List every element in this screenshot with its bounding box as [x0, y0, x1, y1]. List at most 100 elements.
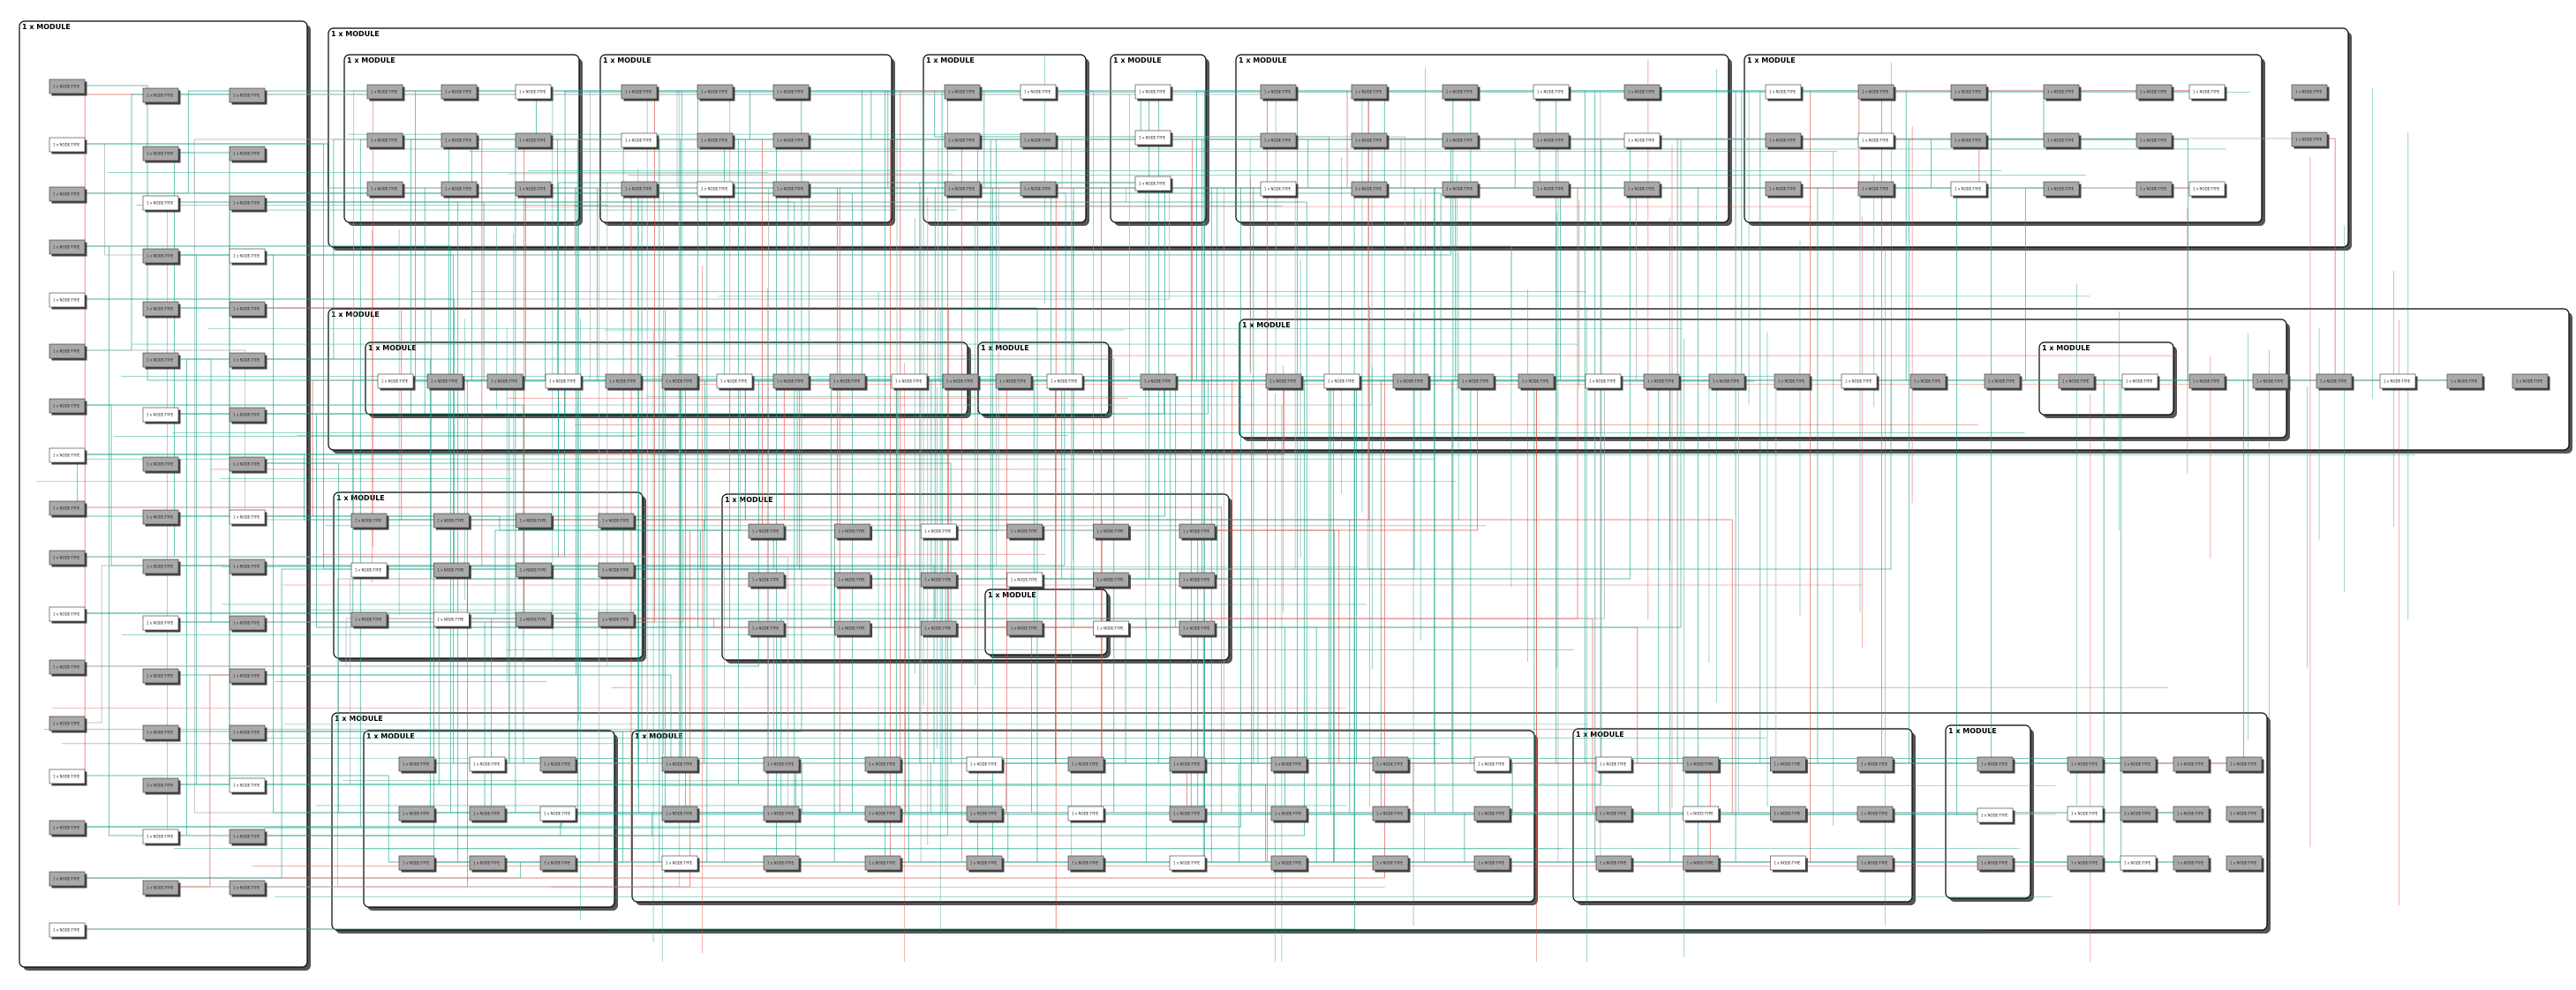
module-label: 1 x MODULE: [1113, 56, 1162, 64]
node-box: 1 x NODE-TYPE: [229, 146, 267, 163]
node-label: 1 x NODE-TYPE: [519, 187, 546, 191]
module-label: 1 x MODULE: [1239, 56, 1287, 64]
node-label: 1 x NODE-TYPE: [355, 519, 382, 523]
node-label: 1 x NODE-TYPE: [147, 886, 174, 890]
node-label: 1 x NODE-TYPE: [1981, 762, 2008, 767]
node-label: 1 x NODE-TYPE: [1955, 90, 1982, 94]
node-box: 1 x NODE-TYPE: [995, 373, 1034, 391]
node-box: 1 x NODE-TYPE: [1473, 806, 1512, 823]
node-label: 1 x NODE-TYPE: [869, 812, 896, 816]
node-label: 1 x NODE-TYPE: [1862, 90, 1889, 94]
node-label: 1 x NODE-TYPE: [1446, 139, 1473, 143]
node-label: 1 x NODE-TYPE: [1769, 139, 1796, 143]
node-label: 1 x NODE-TYPE: [1173, 812, 1201, 816]
node-box: 1 x NODE-TYPE: [350, 562, 389, 580]
node-box: 1 x NODE-TYPE: [1984, 373, 2022, 391]
node-box: 1 x NODE-TYPE: [772, 84, 811, 101]
node-label: 1 x NODE-TYPE: [1861, 762, 1888, 767]
node-label: 1 x NODE-TYPE: [666, 861, 693, 866]
node-box: 1 x NODE-TYPE: [1020, 132, 1058, 150]
node-box: 1 x NODE-TYPE: [515, 181, 554, 199]
node-label: 1 x NODE-TYPE: [1446, 90, 1473, 94]
node-label: 1 x NODE-TYPE: [2071, 812, 2098, 816]
node-box: 1 x NODE-TYPE: [1140, 373, 1179, 391]
connection-wire: [441, 187, 2138, 764]
node-box: 1 x NODE-TYPE: [1020, 181, 1058, 199]
connection-wire: [161, 565, 1068, 863]
node-label: 1 x NODE-TYPE: [431, 379, 458, 384]
node-box: 1 x NODE-TYPE: [2135, 181, 2174, 199]
node-box: 1 x NODE-TYPE: [697, 181, 735, 199]
node-label: 1 x NODE-TYPE: [1072, 762, 1099, 767]
node-label: 1 x NODE-TYPE: [777, 139, 804, 143]
node-box: 1 x NODE-TYPE: [2043, 132, 2082, 150]
node-label: 1 x NODE-TYPE: [1096, 529, 1124, 534]
node-box: 1 x NODE-TYPE: [229, 724, 267, 742]
node-label: 1 x NODE-TYPE: [701, 139, 728, 143]
node-box: 1 x NODE-TYPE: [1442, 84, 1480, 101]
node-label: 1 x NODE-TYPE: [53, 877, 80, 881]
node-box: 1 x NODE-TYPE: [1392, 373, 1431, 391]
node-label: 1 x NODE-TYPE: [1275, 812, 1302, 816]
node-label: 1 x NODE-TYPE: [2177, 762, 2204, 767]
module-label: 1 x MODULE: [603, 56, 652, 64]
node-label: 1 x NODE-TYPE: [233, 621, 260, 626]
node-box: 1 x NODE-TYPE: [2188, 84, 2227, 101]
module-box: 1 x MODULE: [1239, 319, 2290, 441]
node-box: 1 x NODE-TYPE: [142, 87, 181, 105]
node-box: 1 x NODE-TYPE: [1351, 132, 1390, 150]
node-box: 1 x NODE-TYPE: [864, 806, 903, 823]
node-label: 1 x NODE-TYPE: [53, 826, 80, 830]
node-box: 1 x NODE-TYPE: [1473, 756, 1512, 774]
node-box: 1 x NODE-TYPE: [605, 373, 644, 391]
module-label: 1 x MODULE: [368, 344, 417, 352]
node-label: 1 x NODE-TYPE: [445, 187, 472, 191]
node-box: 1 x NODE-TYPE: [516, 562, 554, 580]
node-box: 1 x NODE-TYPE: [748, 572, 787, 589]
node-box: 1 x NODE-TYPE: [697, 84, 735, 101]
node-label: 1 x NODE-TYPE: [233, 731, 260, 735]
node-label: 1 x NODE-TYPE: [147, 94, 174, 98]
node-box: 1 x NODE-TYPE: [1857, 756, 1895, 774]
node-box: 1 x NODE-TYPE: [598, 562, 636, 580]
node-box: 1 x NODE-TYPE: [142, 195, 181, 213]
node-label: 1 x NODE-TYPE: [403, 762, 430, 767]
node-box: 1 x NODE-TYPE: [944, 181, 983, 199]
node-label: 1 x NODE-TYPE: [1355, 139, 1382, 143]
node-box: 1 x NODE-TYPE: [469, 855, 508, 873]
node-box: 1 x NODE-TYPE: [1093, 572, 1131, 589]
node-box: 1 x NODE-TYPE: [1372, 756, 1411, 774]
node-label: 1 x NODE-TYPE: [437, 568, 464, 573]
connection-wire: [49, 618, 452, 667]
node-box: 1 x NODE-TYPE: [763, 756, 802, 774]
node-box: 1 x NODE-TYPE: [350, 611, 389, 629]
node-box: 1 x NODE-TYPE: [1067, 756, 1106, 774]
node-box: 1 x NODE-TYPE: [1372, 855, 1411, 873]
node-label: 1 x NODE-TYPE: [2071, 762, 2098, 767]
node-label: 1 x NODE-TYPE: [1537, 90, 1564, 94]
node-box: 1 x NODE-TYPE: [1093, 523, 1131, 541]
node-label: 1 x NODE-TYPE: [1183, 529, 1210, 534]
node-box: 1 x NODE-TYPE: [49, 186, 87, 204]
node-label: 1 x NODE-TYPE: [1397, 379, 1424, 384]
connection-wire: [1373, 187, 1642, 764]
module-label: 1 x MODULE: [1747, 56, 1796, 64]
node-box: 1 x NODE-TYPE: [1323, 373, 1362, 391]
node-box: 1 x NODE-TYPE: [142, 407, 181, 424]
node-box: 1 x NODE-TYPE: [891, 373, 930, 391]
node-box: 1 x NODE-TYPE: [229, 87, 267, 105]
node-label: 1 x NODE-TYPE: [233, 886, 260, 890]
node-label: 1 x NODE-TYPE: [1355, 187, 1382, 191]
node-label: 1 x NODE-TYPE: [767, 861, 795, 866]
node-box: 1 x NODE-TYPE: [1683, 756, 1721, 774]
node-label: 1 x NODE-TYPE: [924, 529, 952, 534]
node-box: 1 x NODE-TYPE: [1770, 756, 1808, 774]
node-box: 1 x NODE-TYPE: [486, 373, 525, 391]
node-box: 1 x NODE-TYPE: [441, 132, 479, 150]
node-box: 1 x NODE-TYPE: [1265, 373, 1304, 391]
node-box: 1 x NODE-TYPE: [2135, 84, 2174, 101]
node-box: 1 x NODE-TYPE: [2120, 756, 2158, 774]
node-box: 1 x NODE-TYPE: [1770, 806, 1808, 823]
node-label: 1 x NODE-TYPE: [1072, 861, 1099, 866]
node-box: 1 x NODE-TYPE: [142, 509, 181, 527]
